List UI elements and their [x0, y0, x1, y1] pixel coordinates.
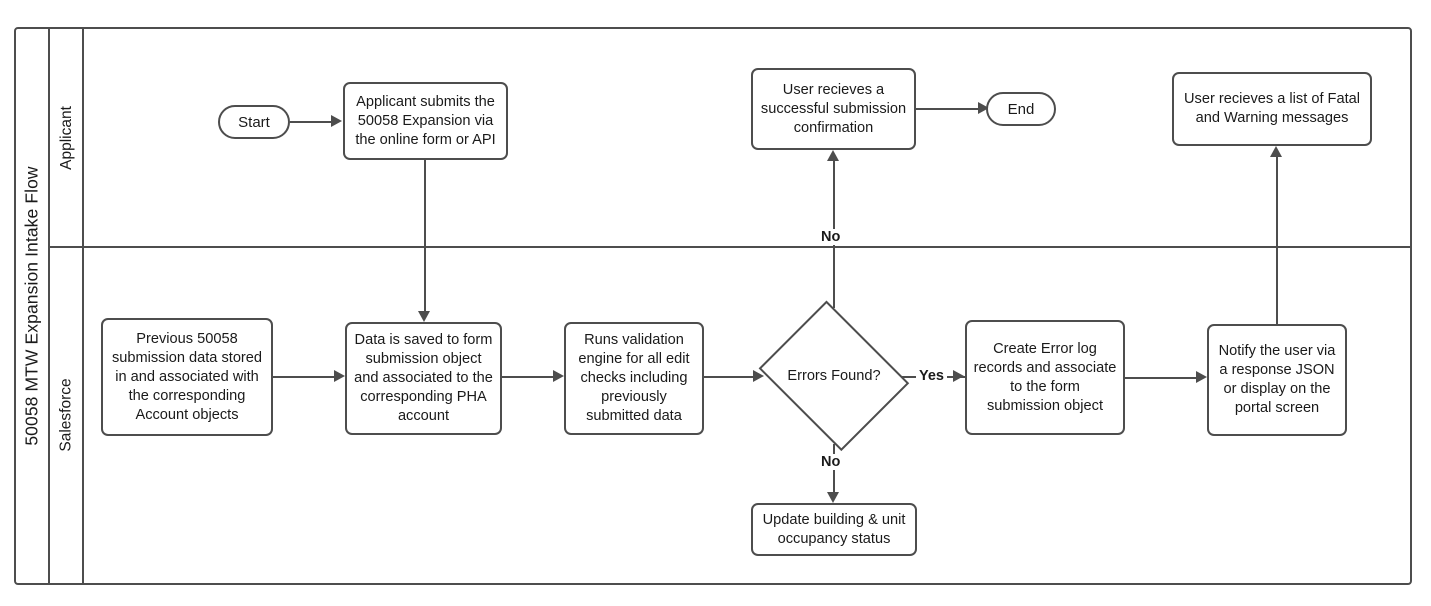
edge-label-yes: Yes [916, 368, 947, 384]
node-applicant-submits-label: Applicant submits the 50058 Expansion vi… [355, 93, 496, 148]
edge-label-no-down: No [818, 454, 844, 470]
lane-label-salesforce-text: Salesforce [58, 377, 76, 452]
edge-decision-no-down [833, 444, 835, 499]
node-create-error-log[interactable]: Create Error log records and associate t… [965, 320, 1125, 435]
arrowhead-start-to-submit [331, 115, 342, 127]
edge-label-no-up: No [818, 229, 844, 245]
node-notify-user-label: Notify the user via a response JSON or d… [1218, 343, 1336, 416]
lane-label-applicant: Applicant [50, 29, 84, 246]
pool-title-column: 50058 MTW Expansion Intake Flow [16, 29, 50, 583]
node-previous-submission-label: Previous 50058 submission data stored in… [111, 330, 263, 423]
arrowhead-submit-to-saved [418, 311, 430, 322]
node-validation-engine-label: Runs validation engine for all edit chec… [578, 332, 690, 424]
edge-notify-to-fatal-list [1276, 157, 1278, 324]
node-errors-found-decision[interactable]: Errors Found? [751, 300, 917, 452]
lane-divider [50, 246, 1410, 248]
arrowhead-previous-to-saved [334, 370, 345, 382]
node-success-confirmation-label: User recieves a successful submission co… [760, 81, 907, 136]
lane-label-salesforce: Salesforce [50, 246, 84, 583]
lane-label-applicant-text: Applicant [58, 105, 76, 170]
node-update-occupancy-label: Update building & unit occupancy status [762, 511, 906, 547]
arrowhead-errorlog-to-notify [1196, 371, 1207, 383]
arrowhead-saved-to-validation [553, 370, 564, 382]
node-data-saved-label: Data is saved to form submission object … [354, 332, 493, 424]
edge-previous-to-saved [273, 376, 335, 378]
edge-success-to-end [916, 108, 979, 110]
lane-title-column: Applicant Salesforce [50, 29, 84, 583]
node-previous-submission[interactable]: Previous 50058 submission data stored in… [101, 318, 273, 436]
edge-errorlog-to-notify [1125, 377, 1197, 379]
node-applicant-submits[interactable]: Applicant submits the 50058 Expansion vi… [343, 82, 508, 160]
node-start-label: Start [238, 113, 270, 131]
arrowhead-decision-no-up [827, 150, 839, 161]
node-end-label: End [1007, 100, 1035, 118]
node-update-occupancy[interactable]: Update building & unit occupancy status [751, 503, 917, 556]
arrowhead-decision-no-down [827, 492, 839, 503]
pool-title: 50058 MTW Expansion Intake Flow [21, 166, 42, 446]
node-notify-user[interactable]: Notify the user via a response JSON or d… [1207, 324, 1347, 436]
node-fatal-warning-list[interactable]: User recieves a list of Fatal and Warnin… [1172, 72, 1372, 146]
edge-start-to-submit [290, 121, 332, 123]
arrowhead-notify-to-fatal-list [1270, 146, 1282, 157]
arrowhead-validation-to-decision [753, 370, 764, 382]
arrowhead-success-to-end [978, 102, 989, 114]
arrowhead-decision-yes [953, 370, 964, 382]
node-end[interactable]: End [986, 92, 1056, 126]
edge-saved-to-validation [502, 376, 554, 378]
node-start[interactable]: Start [218, 105, 290, 139]
node-data-saved[interactable]: Data is saved to form submission object … [345, 322, 502, 435]
node-fatal-warning-list-label: User recieves a list of Fatal and Warnin… [1184, 91, 1360, 126]
node-errors-found-label: Errors Found? [787, 368, 881, 384]
node-validation-engine[interactable]: Runs validation engine for all edit chec… [564, 322, 704, 435]
node-success-confirmation[interactable]: User recieves a successful submission co… [751, 68, 916, 150]
node-create-error-log-label: Create Error log records and associate t… [973, 340, 1117, 414]
edge-submit-to-saved [424, 160, 426, 312]
edge-validation-to-decision [704, 376, 754, 378]
